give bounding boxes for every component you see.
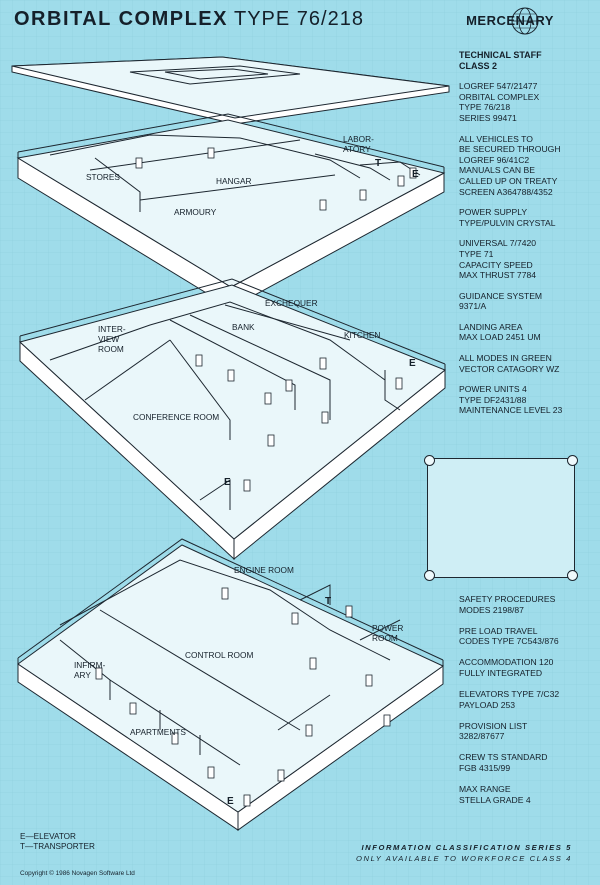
elevator-marker: E (412, 169, 419, 180)
spec-block: PRE LOAD TRAVEL CODES TYPE 7C543/876 (459, 625, 559, 647)
elevator-marker-right: E (409, 358, 416, 369)
exchequer-label: EXCHEQUER (265, 298, 318, 308)
deck-upper (16, 113, 446, 309)
elevator-marker-lower: E (227, 796, 234, 807)
legend-transporter: T—TRANSPORTER (20, 842, 95, 851)
infirmary-label: INFIRM-ARY (74, 660, 106, 680)
spec-block: PROVISION LIST 3282/87677 (459, 720, 528, 742)
spec-block: SAFETY PROCEDURES MODES 2198/87 (459, 594, 556, 615)
screen-bolt (567, 455, 578, 466)
classification-line-1: INFORMATION CLASSIFICATION SERIES 5 (361, 843, 572, 852)
spec-block: TECHNICAL STAFF CLASS 2 (459, 50, 542, 71)
spec-block: GUIDANCE SYSTEM 9371/A (459, 290, 543, 312)
legend: E—ELEVATOR T—TRANSPORTER (20, 832, 95, 852)
engine-room-label: ENGINE ROOM (234, 565, 294, 575)
kitchen-label: KITCHEN (344, 330, 380, 340)
spec-block: POWER UNITS 4 TYPE DF2431/88 MAINTENANCE… (459, 384, 563, 416)
stores-label: STORES (86, 172, 120, 182)
conference-room-label: CONFERENCE ROOM (133, 412, 219, 422)
globe-icon (511, 7, 539, 35)
title-type: TYPE 76/218 (233, 8, 364, 30)
control-room-label: CONTROL ROOM (185, 650, 253, 660)
brand-logo: MERCENARY (466, 13, 554, 28)
spec-block: LOGREF 547/21477 ORBITAL COMPLEX TYPE 76… (459, 81, 540, 123)
hangar-label: HANGAR (216, 176, 252, 186)
legend-elevator: E—ELEVATOR (20, 832, 76, 841)
screen-bolt (424, 570, 435, 581)
title-main: ORBITAL COMPLEX (14, 8, 228, 30)
spec-list-top: TECHNICAL STAFF CLASS 2 LOGREF 547/21477 … (459, 50, 597, 426)
transporter-marker-lower: T (325, 596, 331, 607)
armoury-label: ARMOURY (174, 207, 217, 217)
deck-middle (18, 278, 446, 561)
classification-line-2: ONLY AVAILABLE TO WORKFORCE CLASS 4 (356, 854, 572, 863)
deck-lower (17, 538, 444, 831)
elevator-marker-left: E (224, 477, 231, 488)
treaty-screen (424, 455, 578, 581)
apartments-label: APARTMENTS (130, 727, 186, 737)
spec-block: MAX RANGE STELLA GRADE 4 (459, 784, 531, 805)
bank-label: BANK (232, 322, 255, 332)
classification-notice: INFORMATION CLASSIFICATION SERIES 5 ONLY… (356, 842, 572, 864)
screen-bolt (424, 455, 435, 466)
roof-plate (11, 56, 450, 125)
spec-block: CREW TS STANDARD FGB 4315/99 (459, 752, 548, 774)
copyright: Copyright © 1986 Novagen Software Ltd (20, 870, 135, 877)
spec-block: LANDING AREA MAX LOAD 2451 UM (459, 321, 541, 343)
screen-bolt (567, 570, 578, 581)
laboratory-label-text: LABOR-ATORY (343, 134, 374, 154)
spec-block: ALL VEHICLES TO BE SECURED THROUGH LOGRE… (459, 133, 561, 197)
transporter-marker: T (375, 158, 381, 169)
spec-block: POWER SUPPLY TYPE/PULVIN CRYSTAL (459, 207, 556, 228)
spec-block: UNIVERSAL 7/7420 TYPE 71 CAPACITY SPEED … (459, 238, 537, 281)
spec-block: ACCOMMODATION 120 FULLY INTEGRATED (459, 657, 554, 678)
spec-block: ELEVATORS TYPE 7/C32 PAYLOAD 253 (459, 689, 560, 710)
spec-block: ALL MODES IN GREEN VECTOR CATAGORY WZ (459, 353, 560, 374)
orbital-complex-diagram: LABOR-ATORY STORES HANGAR ARMOURY T E EX… (11, 56, 450, 831)
